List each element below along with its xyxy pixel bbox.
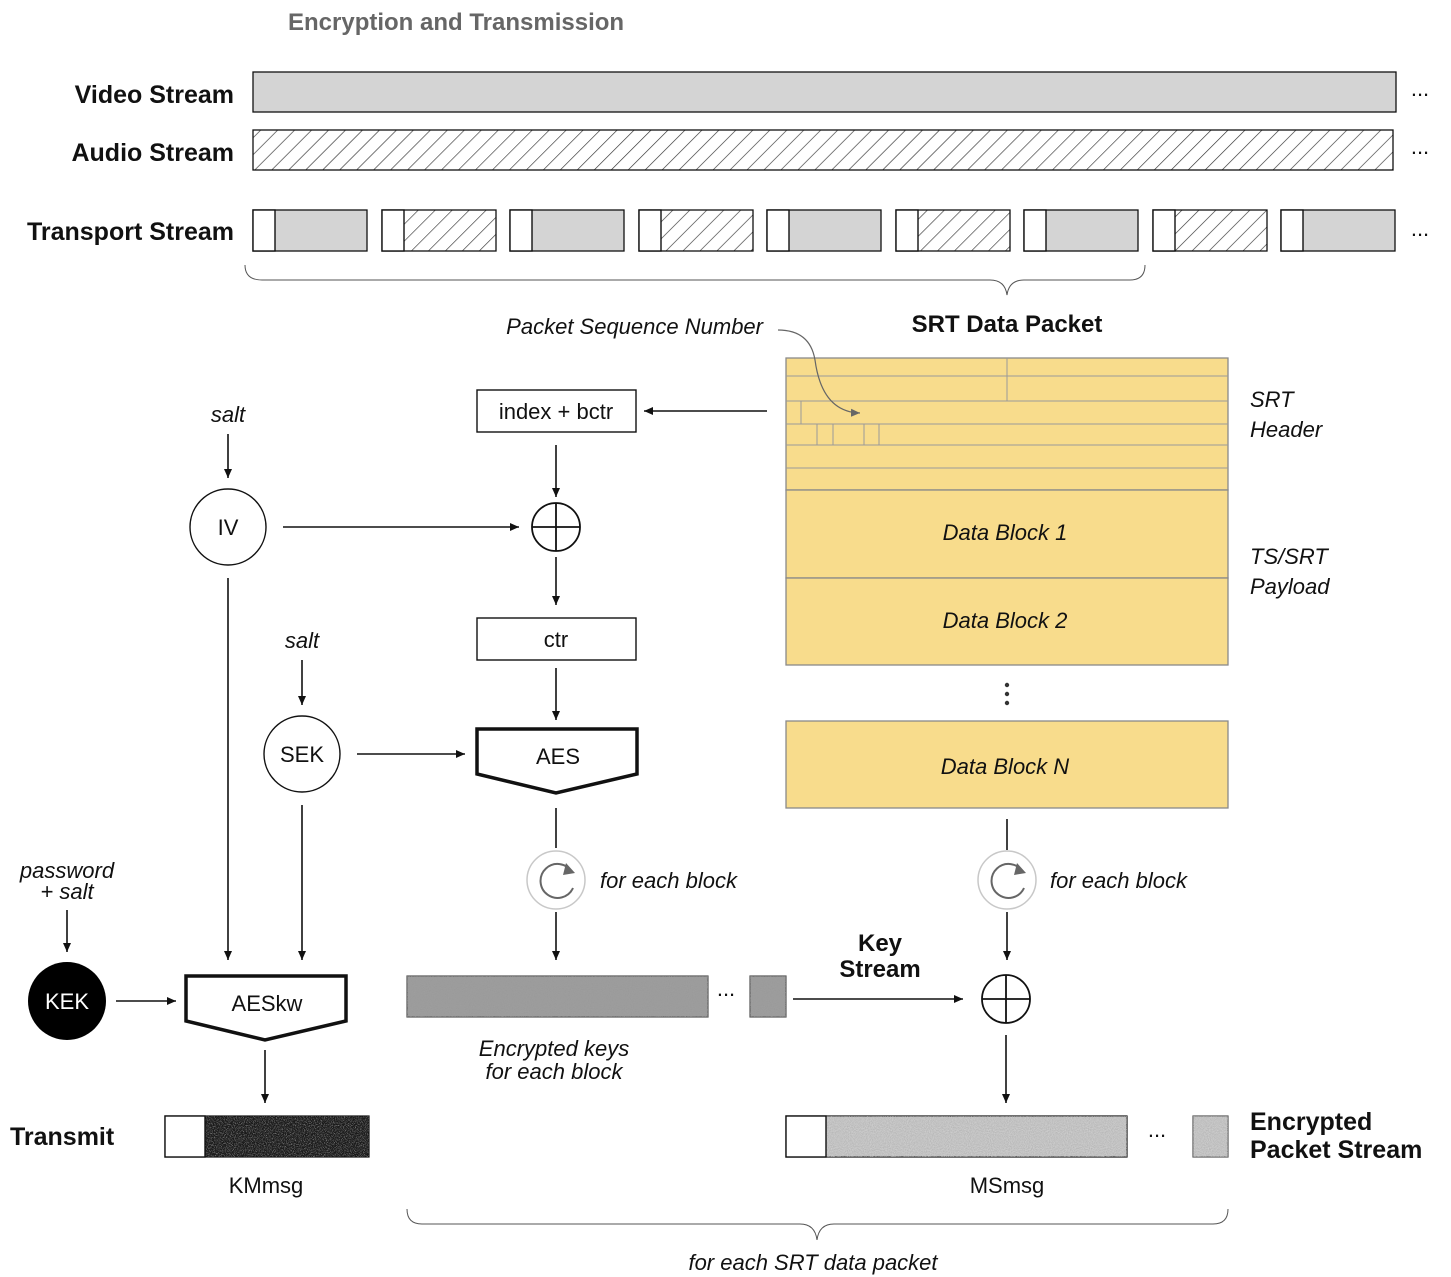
data-block-n-label: Data Block N [941,754,1069,779]
video-ellipsis: ... [1411,76,1429,101]
audio-stream-bar [252,129,1394,171]
password-label-1: password [19,858,115,883]
aes-label: AES [536,744,580,769]
msmsg-label: MSmsg [970,1173,1045,1198]
audio-ellipsis: ... [1411,134,1429,159]
srt-header-label-2: Header [1250,417,1324,442]
index-bctr-box [476,389,637,433]
video-stream-bar [252,71,1397,113]
audio-stream-label: Audio Stream [71,139,234,167]
payload-label-2: Payload [1250,574,1330,599]
srt-packet-title: SRT Data Packet [912,311,1103,338]
kek-node [28,962,106,1040]
for-each-packet-label: for each SRT data packet [688,1250,938,1275]
packet-brace [406,1208,1229,1241]
encrypted-keys-label-2: for each block [486,1059,624,1084]
key-stream-label-2: Stream [839,956,920,983]
iv-label: IV [218,515,239,540]
video-stream-label: Video Stream [75,81,234,109]
aeskw-label: AESkw [232,991,303,1016]
aeskw-block [184,974,348,1042]
data-block-2 [785,577,1229,666]
for-each-block-label-2: for each block [1050,868,1188,893]
ts-packet [252,209,368,252]
password-label-2: + salt [40,879,94,904]
xor-icon [981,974,1031,1024]
data-block-n [785,720,1229,809]
transport-stream-label: Transport Stream [27,218,234,246]
transport-brace [244,264,1146,296]
kmmsg-label: KMmsg [229,1173,304,1198]
xor-icon [531,502,581,552]
encrypted-keys-label-1: Encrypted keys [479,1036,629,1061]
data-block-2-label: Data Block 2 [943,608,1068,633]
aes-block [475,727,639,795]
transport-ellipsis: ... [1411,216,1429,241]
ts-packet [381,209,497,252]
encrypted-packet-label-2: Packet Stream [1250,1136,1422,1164]
kek-label: KEK [45,989,89,1014]
ts-packet [1023,209,1139,252]
salt-label-1: salt [211,402,246,427]
msmsg-ellipsis: ... [1148,1117,1166,1142]
iv-node [189,488,267,566]
ts-packet [638,209,754,252]
key-stream-label-1: Key [858,930,903,957]
data-block-1-label: Data Block 1 [943,520,1068,545]
ts-packet [509,209,625,252]
ts-packet [1280,209,1396,252]
payload-label-1: TS/SRT [1250,544,1329,569]
data-block-1 [785,489,1229,579]
sek-label: SEK [280,742,324,767]
ts-packet [895,209,1011,252]
encrypted-packet-label-1: Encrypted [1250,1108,1372,1136]
index-bctr-label: index + bctr [499,399,613,424]
psn-label: Packet Sequence Number [506,314,764,339]
ctr-box [476,617,637,661]
vertical-ellipsis-icon [1004,682,1010,706]
loop-icon [526,850,586,910]
for-each-block-label-1: for each block [600,868,738,893]
salt-label-2: salt [285,628,320,653]
kmmsg-header [164,1115,206,1158]
transport-packets [252,209,1396,252]
transmit-label: Transmit [10,1123,115,1151]
srt-header [785,357,1229,491]
key-stream-ellipsis: ... [717,976,735,1001]
srt-header-label-1: SRT [1250,387,1295,412]
loop-icon [977,850,1037,910]
psn-pointer [777,329,861,417]
sek-node [263,715,341,793]
ts-packet [1152,209,1268,252]
msmsg-header [785,1115,827,1158]
diagram-title: Encryption and Transmission [288,9,624,36]
ts-packet [766,209,882,252]
ctr-label: ctr [544,627,568,652]
